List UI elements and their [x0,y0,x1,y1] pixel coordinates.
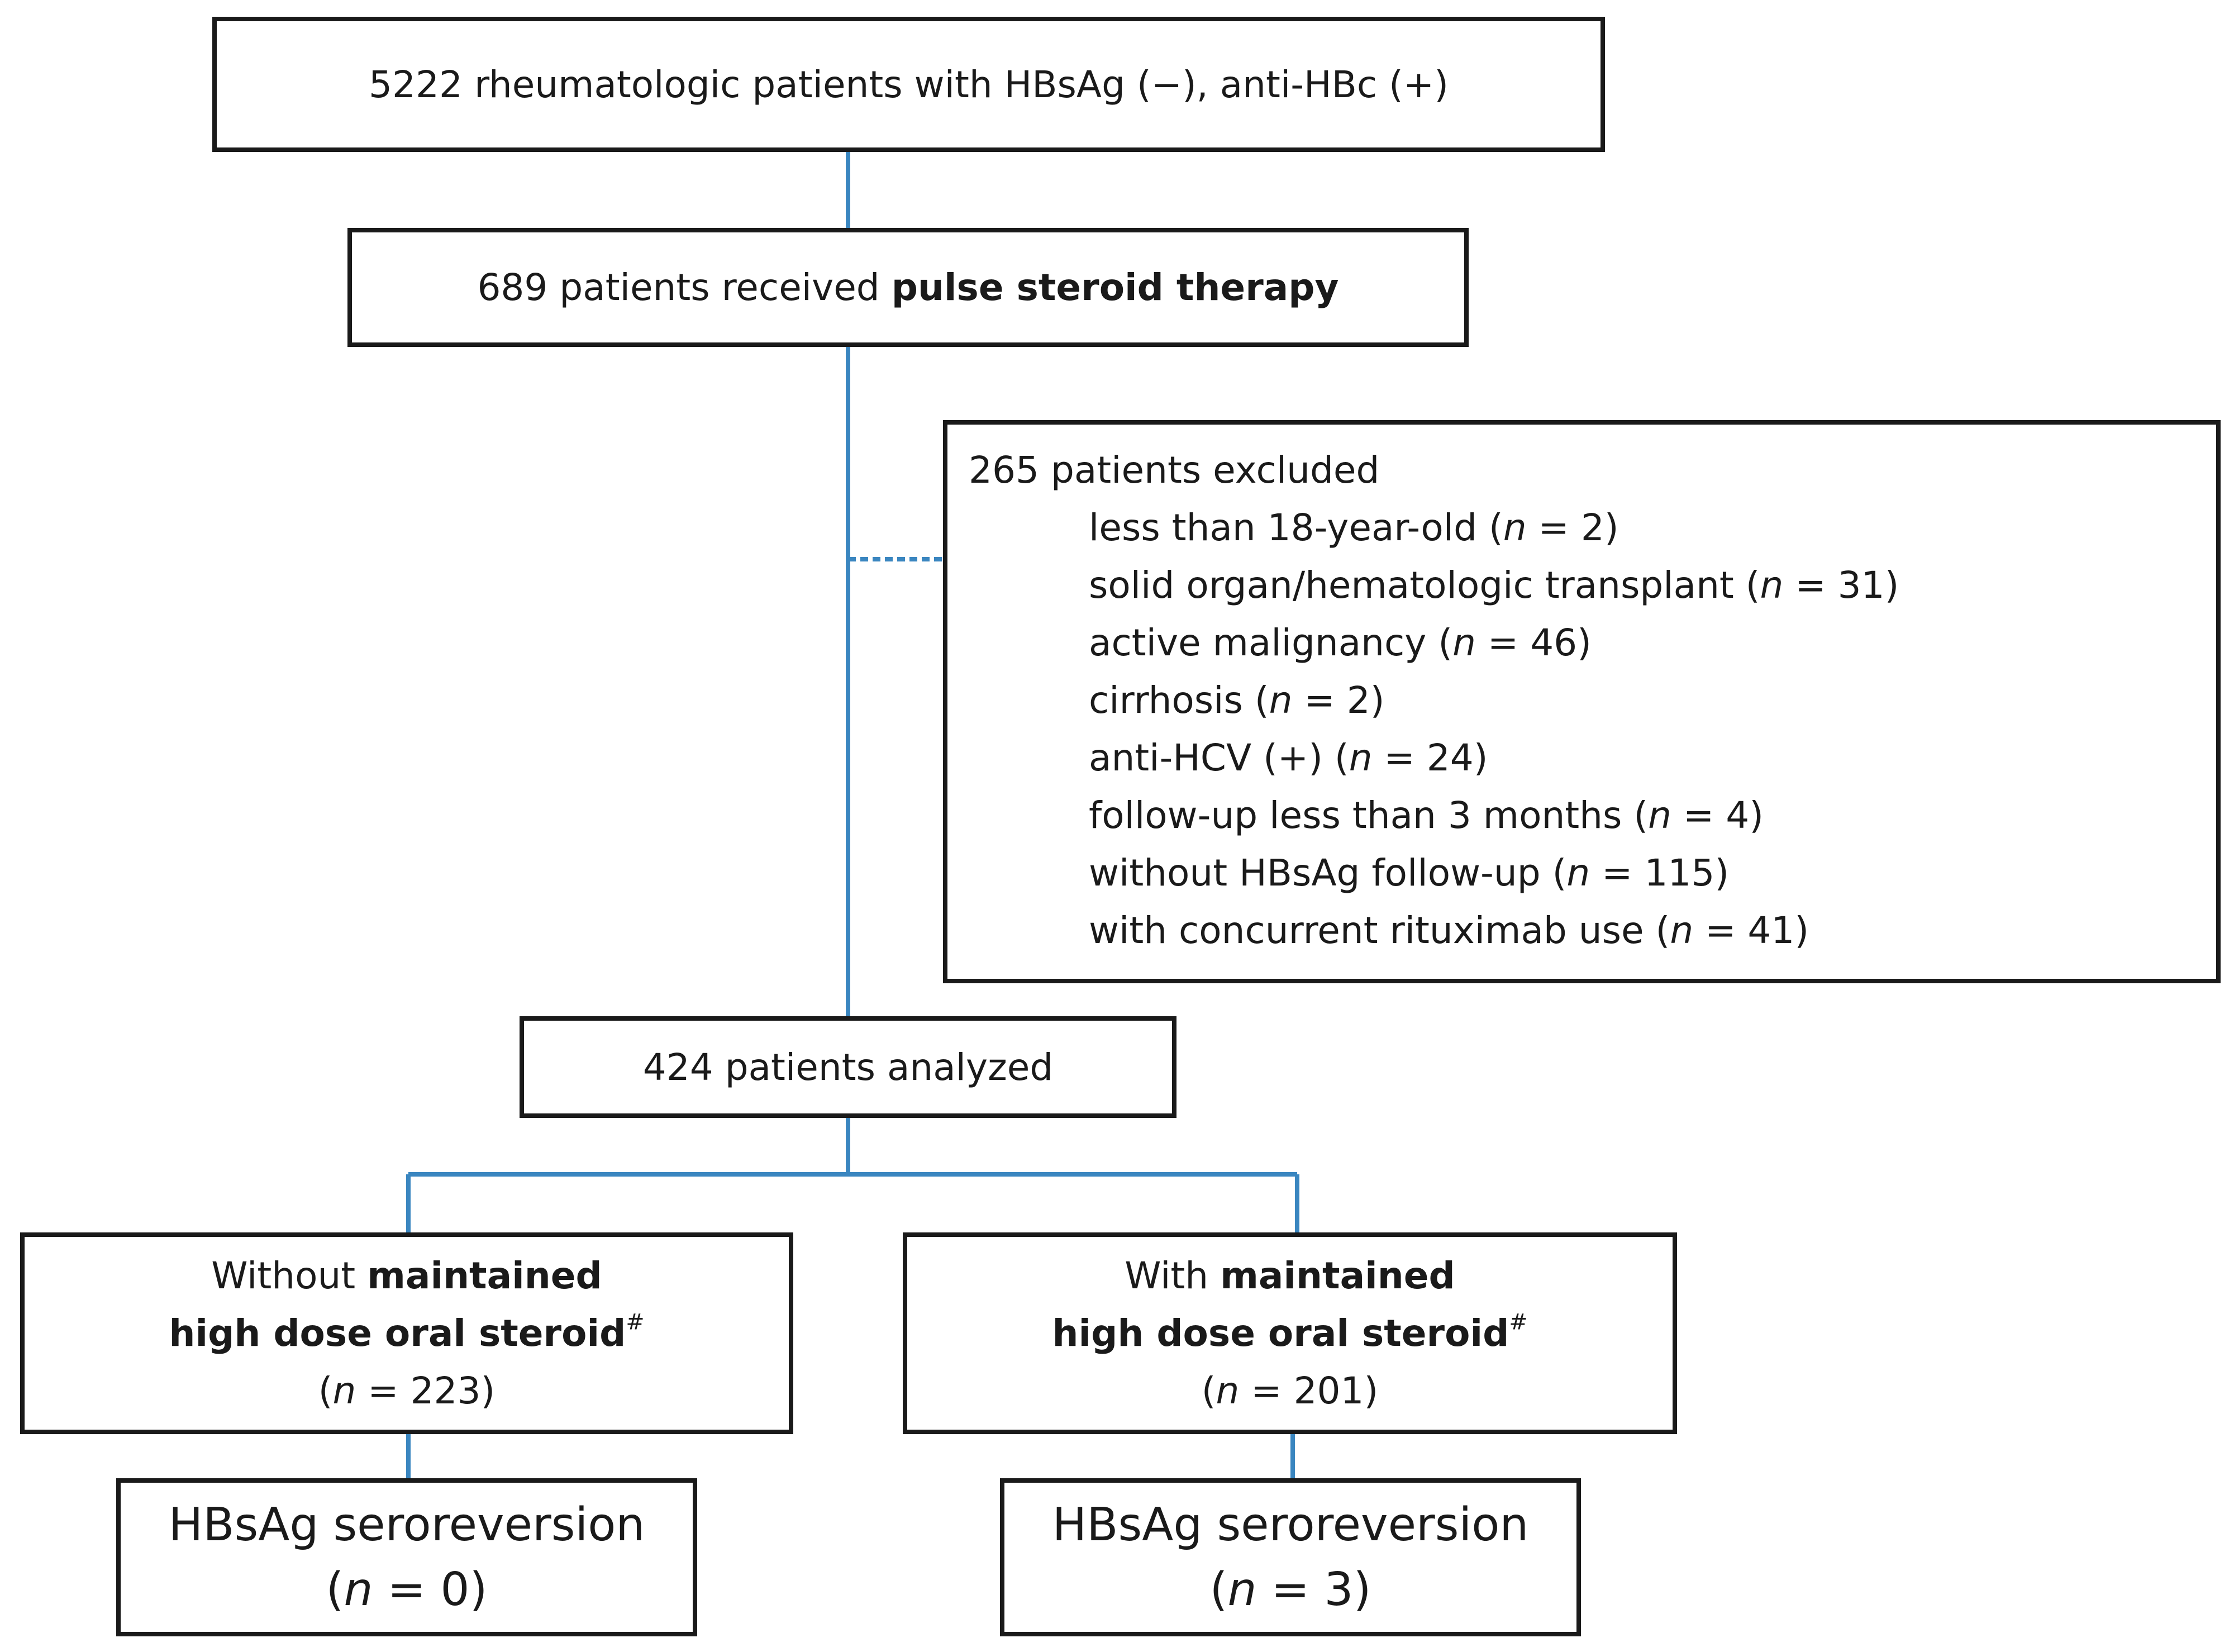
pulse-therapy-box: 689 patients received pulse steroid ther… [347,228,1469,347]
group-count: (n = 201) [1201,1369,1379,1412]
outcome-box-with: HBsAg seroreversion (n = 3) [1000,1478,1581,1636]
exclusion-item: anti-HCV (+) (n = 24) [1089,736,1488,779]
exclusion-item: less than 18-year-old (n = 2) [1089,506,1619,549]
group-line-2: high dose oral steroid# [1052,1309,1528,1355]
outcome-label: HBsAg seroreversion [168,1498,645,1551]
screening-text: 5222 rheumatologic patients with HBsAg (… [369,63,1449,106]
group-box-with: With maintained high dose oral steroid# … [903,1232,1677,1434]
outcome-box-without: HBsAg seroreversion (n = 0) [116,1478,697,1636]
group-line-1: Without maintained [211,1254,602,1297]
exclusion-item: without HBsAg follow-up (n = 115) [1089,851,1730,894]
exclusion-item: with concurrent rituximab use (n = 41) [1089,909,1809,952]
group-line-1: With maintained [1125,1254,1455,1297]
exclusions-list: less than 18-year-old (n = 2) solid orga… [969,499,2216,959]
exclusions-box: 265 patients excluded less than 18-year-… [943,420,2221,983]
outcome-count: (n = 0) [326,1563,488,1616]
analyzed-text: 424 patients analyzed [642,1045,1054,1089]
exclusion-item: solid organ/hematologic transplant (n = … [1089,564,1899,607]
outcome-label: HBsAg seroreversion [1052,1498,1529,1551]
exclusions-title: 265 patients excluded [969,449,1380,492]
exclusion-item: cirrhosis (n = 2) [1089,679,1385,722]
exclusion-item: follow-up less than 3 months (n = 4) [1089,794,1764,837]
group-box-without: Without maintained high dose oral steroi… [20,1232,793,1434]
analyzed-box: 424 patients analyzed [520,1016,1176,1118]
group-line-2: high dose oral steroid# [169,1309,645,1355]
outcome-count: (n = 3) [1209,1563,1371,1616]
pulse-therapy-bold: pulse steroid therapy [891,266,1339,309]
group-count: (n = 223) [318,1369,496,1412]
exclusion-item: active malignancy (n = 46) [1089,621,1592,664]
screening-box: 5222 rheumatologic patients with HBsAg (… [212,17,1605,152]
pulse-therapy-text: 689 patients received pulse steroid ther… [477,266,1339,309]
